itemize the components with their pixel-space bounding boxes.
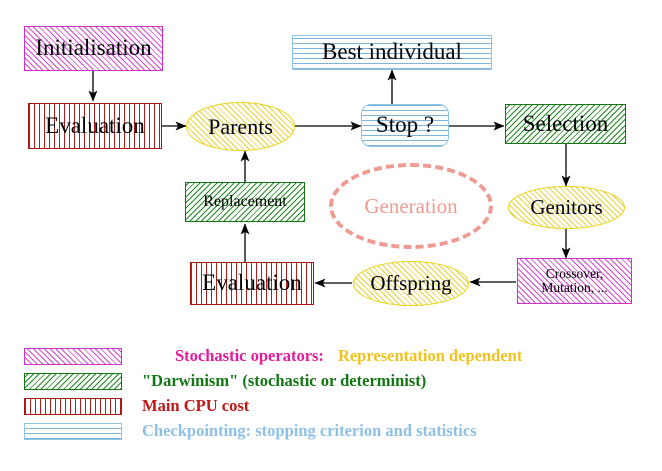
- node-generation-label: Generation: [364, 193, 458, 218]
- legend: Stochastic operators: Representation depe…: [24, 344, 644, 444]
- node-evaluation-bottom[interactable]: Evaluation: [190, 262, 314, 305]
- node-initialisation-label: Initialisation: [35, 35, 152, 61]
- legend-label-checkpointing: Checkpointing: stopping criterion and st…: [142, 421, 477, 440]
- node-parents-label: Parents: [208, 113, 273, 139]
- legend-swatch-stochastic-operators: [24, 347, 122, 365]
- legend-swatch-main-cpu-cost: [24, 397, 122, 415]
- node-replacement-label: Replacement: [203, 192, 287, 210]
- node-initialisation[interactable]: Initialisation: [24, 26, 163, 71]
- legend-text-secondary: Representation dependent: [337, 346, 523, 365]
- node-parents[interactable]: Parents: [186, 102, 295, 151]
- node-selection[interactable]: Selection: [505, 104, 626, 144]
- legend-label-main-cpu-cost: Main CPU cost: [142, 396, 250, 415]
- node-selection-label: Selection: [522, 110, 609, 136]
- node-genitors[interactable]: Genitors: [508, 186, 625, 229]
- legend-row: "Darwinism" (stochastic or determinist): [24, 369, 644, 393]
- legend-label-stochastic-operators: Stochastic operators: Representation depe…: [142, 326, 522, 386]
- legend-label-darwinism: "Darwinism" (stochastic or determinist): [142, 371, 427, 390]
- node-evaluation-top[interactable]: Evaluation: [28, 103, 162, 149]
- node-replacement[interactable]: Replacement: [185, 182, 305, 222]
- node-genitors-label: Genitors: [530, 195, 603, 220]
- node-offspring[interactable]: Offspring: [353, 261, 469, 306]
- node-generation-loop: Generation: [329, 163, 493, 249]
- legend-swatch-darwinism: [24, 372, 122, 390]
- legend-text-primary: Stochastic operators:: [175, 346, 324, 365]
- legend-swatch-checkpointing: [24, 422, 122, 440]
- node-evaluation-bottom-label: Evaluation: [202, 270, 302, 296]
- node-crossover-mutation-label: Crossover, Mutation, ...: [541, 265, 608, 295]
- node-offspring-label: Offspring: [370, 271, 452, 296]
- node-evaluation-top-label: Evaluation: [45, 112, 145, 138]
- node-stop[interactable]: Stop ?: [361, 104, 449, 147]
- node-best-individual[interactable]: Best individual: [292, 35, 492, 70]
- legend-row: Checkpointing: stopping criterion and st…: [24, 419, 644, 443]
- node-crossover-mutation[interactable]: Crossover, Mutation, ...: [517, 258, 632, 304]
- node-best-individual-label: Best individual: [322, 39, 462, 65]
- node-stop-label: Stop ?: [375, 112, 435, 138]
- legend-row: Stochastic operators: Representation depe…: [24, 344, 644, 368]
- legend-row: Main CPU cost: [24, 394, 644, 418]
